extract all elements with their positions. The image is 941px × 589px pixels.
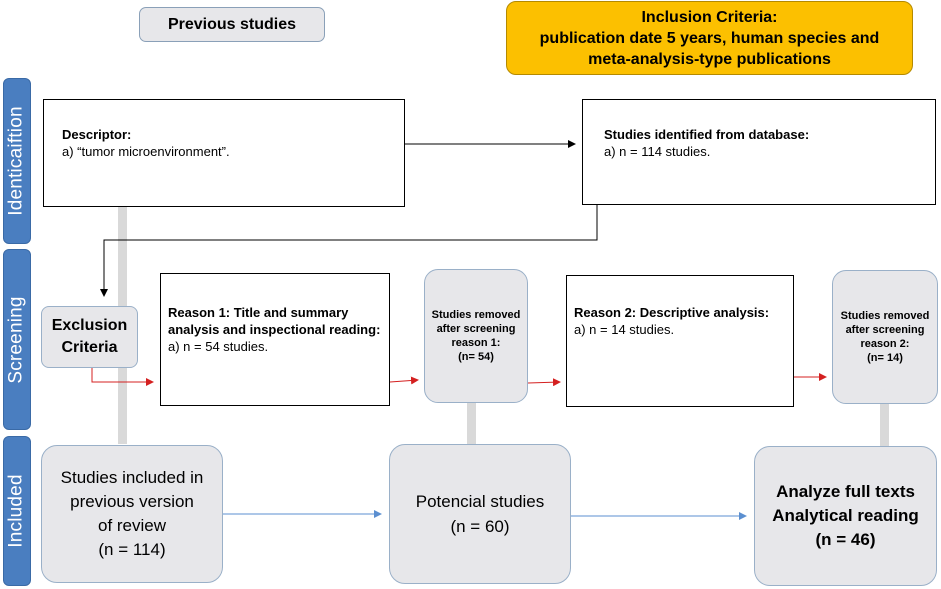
reason2-item: a) n = 14 studies.: [574, 322, 675, 337]
reason2-title: Reason 2: Descriptive analysis:: [574, 305, 770, 320]
reason1-title-line2: analysis and inspectional reading:: [168, 322, 381, 337]
full-texts-box: Analyze full texts Analytical reading (n…: [754, 446, 937, 586]
inclusion-criteria-line2: publication date 5 years, human species …: [539, 29, 880, 47]
removed1-line4: (n= 54): [458, 351, 494, 363]
exclusion-criteria-box: Exclusion Criteria: [41, 306, 138, 368]
previous-studies-box: Previous studies: [139, 7, 325, 42]
full-texts-line2: Analytical reading: [772, 506, 919, 525]
arrow-removed1-to-reason2: [527, 378, 561, 387]
potential-studies-line1: Potencial studies: [415, 492, 545, 511]
descriptor-box: Descriptor: a) “tumor microenvironment”.: [43, 99, 405, 207]
full-texts-line3: (n = 46): [815, 530, 876, 549]
stage-identification: Identicaiftion: [3, 78, 31, 244]
removed1-box: Studies removed after screening reason 1…: [424, 269, 528, 403]
removed2-line4: (n= 14): [867, 352, 903, 364]
removed2-box: Studies removed after screening reason 2…: [832, 270, 938, 404]
stage-included: Included: [3, 436, 31, 586]
included-previous-box: Studies included in previous version of …: [41, 445, 223, 583]
arrow-reason1-to-removed1: [389, 376, 419, 385]
reason1-item: a) n = 54 studies.: [168, 339, 269, 354]
included-previous-line3: of review: [97, 516, 167, 535]
inclusion-criteria-title: Inclusion Criteria:: [641, 8, 778, 26]
removed1-line3: reason 1:: [451, 337, 501, 349]
potential-studies-line2: (n = 60): [450, 517, 510, 536]
reason1-box: Reason 1: Title and summary analysis and…: [160, 273, 390, 406]
reason1-title-line1: Reason 1: Title and summary: [168, 305, 349, 320]
descriptor-item: a) “tumor microenvironment”.: [62, 144, 230, 159]
full-texts-line1: Analyze full texts: [776, 482, 915, 501]
included-previous-line2: previous version: [70, 492, 194, 511]
previous-studies-label: Previous studies: [167, 15, 297, 33]
exclusion-criteria-line1: Exclusion: [51, 317, 128, 334]
removed1-line1: Studies removed: [431, 309, 521, 321]
studies-identified-box: Studies identified from database: a) n =…: [582, 99, 936, 205]
arrow-exclusion-to-reason1: [91, 368, 154, 386]
descriptor-title: Descriptor:: [62, 127, 132, 142]
potential-studies-box: Potencial studies (n = 60): [389, 444, 571, 584]
inclusion-criteria-line3: meta-analysis-type publications: [588, 50, 831, 68]
connector-removed2: [880, 400, 889, 448]
stage-screening: Screening: [3, 249, 31, 430]
removed2-line2: after screening: [845, 324, 925, 336]
inclusion-criteria-box: Inclusion Criteria: publication date 5 y…: [506, 1, 913, 75]
included-previous-line1: Studies included in: [60, 468, 204, 487]
reason2-box: Reason 2: Descriptive analysis: a) n = 1…: [566, 275, 794, 407]
connector-removed1: [467, 400, 476, 446]
studies-identified-item: a) n = 114 studies.: [604, 144, 711, 159]
studies-identified-title: Studies identified from database:: [604, 127, 810, 142]
removed2-line3: reason 2:: [860, 338, 910, 350]
included-previous-line4: (n = 114): [98, 540, 166, 559]
removed2-line1: Studies removed: [840, 310, 930, 322]
removed1-line2: after screening: [436, 323, 516, 335]
arrow-identified-to-exclusion: [100, 205, 598, 297]
exclusion-criteria-line2: Criteria: [61, 339, 118, 356]
